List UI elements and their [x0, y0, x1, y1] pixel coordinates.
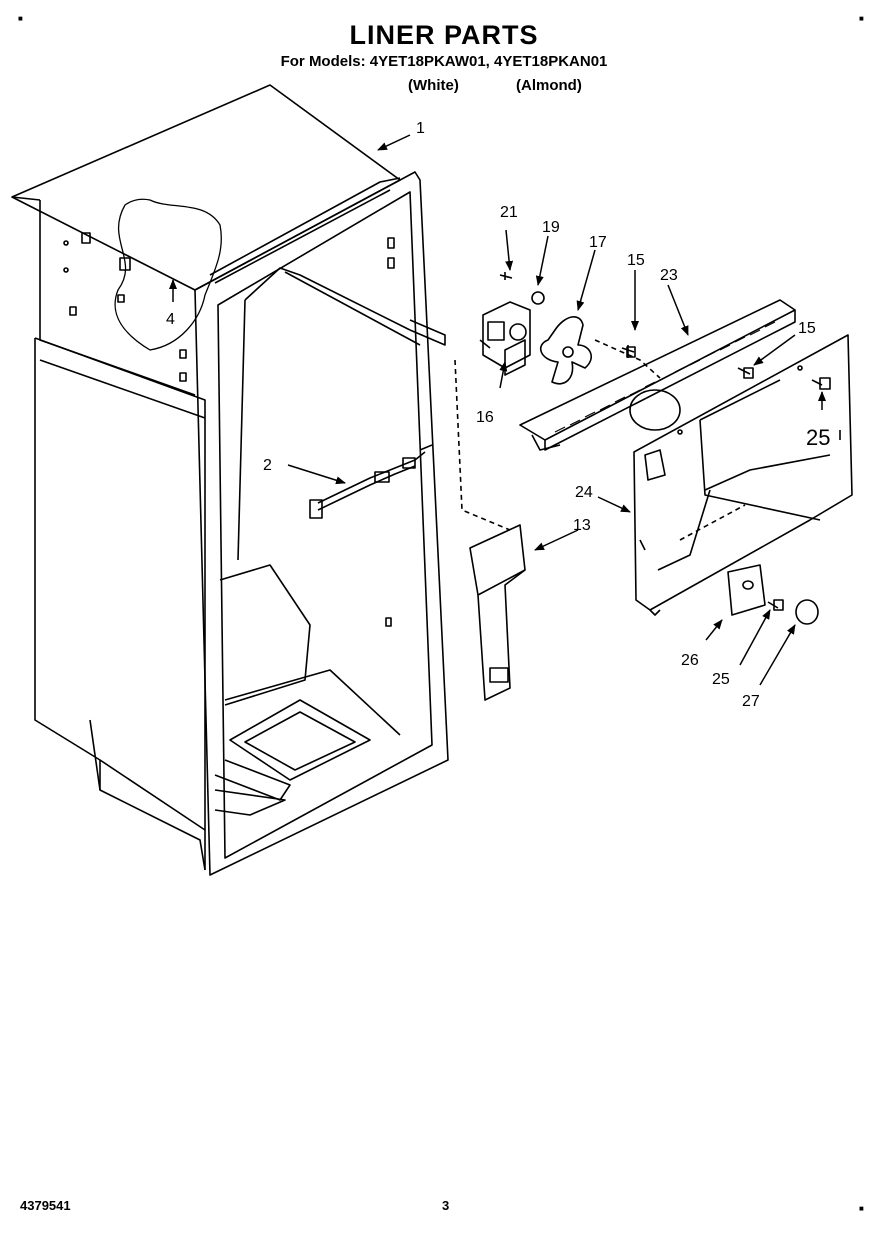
callout-23: 23	[660, 267, 678, 284]
screw-15-right	[737, 367, 754, 379]
wire-harness	[309, 444, 433, 519]
duct-cover	[454, 359, 526, 701]
air-duct-grille	[519, 299, 796, 451]
callout-17: 17	[589, 234, 607, 251]
callout-2: 2	[263, 457, 272, 474]
callout-25-top: 25	[806, 425, 830, 450]
callout-27: 27	[742, 693, 760, 710]
lower-mount-parts	[727, 564, 819, 625]
callout-24: 24	[575, 484, 593, 501]
page-title: LINER PARTS	[349, 20, 539, 50]
color-almond-label: (Almond)	[516, 77, 582, 94]
evaporator-cover	[633, 334, 853, 616]
callout-4: 4	[166, 311, 175, 328]
liner-cabinet	[11, 84, 449, 876]
callout-15-left: 15	[627, 252, 645, 269]
callout-1: 1	[416, 120, 425, 137]
callout-15-right: 15	[798, 320, 816, 337]
callout-16: 16	[476, 409, 494, 426]
corner-mark: ■	[18, 14, 23, 23]
callout-26: 26	[681, 652, 699, 669]
models-line: For Models: 4YET18PKAW01, 4YET18PKAN01	[280, 53, 608, 70]
callout-21: 21	[500, 204, 518, 221]
fan-motor-assembly	[479, 272, 661, 385]
corner-mark: ■	[859, 1204, 864, 1213]
callout-13: 13	[573, 517, 591, 534]
screw-25-top	[811, 377, 831, 390]
color-white-label: (White)	[408, 77, 459, 94]
part-number: 4379541	[20, 1198, 71, 1213]
screw-15-left	[621, 345, 636, 358]
callout-25-bottom: 25	[712, 671, 730, 688]
page-number: 3	[442, 1198, 450, 1213]
callout-19: 19	[542, 219, 560, 236]
corner-mark: ■	[859, 14, 864, 23]
